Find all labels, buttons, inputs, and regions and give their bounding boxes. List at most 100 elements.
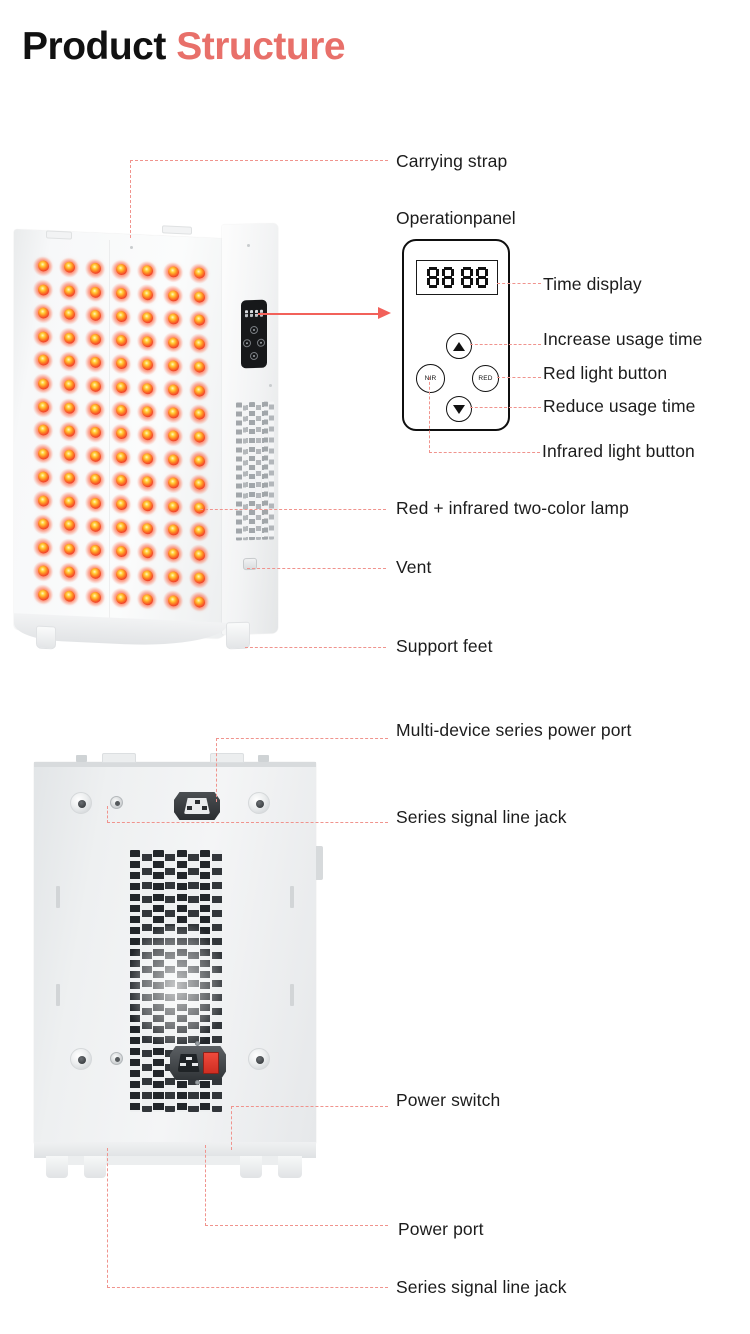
device-nir-button bbox=[243, 339, 251, 348]
label-reduce-usage-time: Reduce usage time bbox=[543, 396, 696, 416]
leader-increase-usage-time bbox=[470, 344, 541, 345]
led bbox=[186, 331, 212, 356]
iec-socket-icon bbox=[184, 798, 210, 814]
led bbox=[82, 585, 108, 610]
led bbox=[30, 582, 56, 607]
back-support-foot-4 bbox=[278, 1156, 302, 1178]
leader-power-port-horizontal bbox=[205, 1225, 388, 1226]
led bbox=[82, 467, 108, 492]
led bbox=[108, 281, 134, 306]
led bbox=[108, 257, 134, 282]
side-screw-mid bbox=[269, 384, 272, 387]
led bbox=[186, 378, 212, 403]
led bbox=[56, 466, 82, 491]
leader-infrared-vertical bbox=[429, 377, 430, 453]
back-carrying-strap-right bbox=[210, 753, 244, 763]
back-support-foot-1 bbox=[46, 1156, 68, 1178]
label-increase-usage-time: Increase usage time bbox=[543, 329, 703, 349]
label-time-display: Time display bbox=[543, 274, 642, 294]
red-button-label: RED bbox=[478, 375, 493, 382]
leader-red-light-button bbox=[497, 377, 541, 378]
led bbox=[186, 402, 212, 427]
led bbox=[134, 399, 160, 424]
led bbox=[108, 328, 134, 353]
led bbox=[56, 255, 82, 280]
increase-time-button[interactable] bbox=[446, 333, 472, 359]
label-multi-device-series-power-port: Multi-device series power port bbox=[396, 720, 632, 740]
led bbox=[56, 490, 82, 515]
led bbox=[56, 513, 82, 538]
device-back-top-strip bbox=[34, 762, 316, 767]
power-port-icon bbox=[177, 1054, 200, 1072]
led bbox=[186, 519, 212, 544]
leader-infrared-horizontal bbox=[429, 452, 540, 453]
led bbox=[160, 541, 186, 566]
led bbox=[134, 423, 160, 448]
led bbox=[56, 349, 82, 374]
led bbox=[134, 352, 160, 377]
back-screw-tab-right bbox=[258, 755, 269, 762]
leader-series-jack-top-vertical bbox=[107, 806, 108, 823]
back-screw-tab-left bbox=[76, 755, 87, 762]
led bbox=[56, 560, 82, 585]
led bbox=[108, 586, 134, 611]
leader-carrying-strap-horizontal bbox=[130, 160, 388, 161]
back-mount-bottom-left bbox=[70, 1048, 92, 1070]
led bbox=[82, 303, 108, 328]
label-series-signal-line-jack-top: Series signal line jack bbox=[396, 807, 567, 827]
led bbox=[186, 589, 212, 614]
front-screw-top bbox=[130, 246, 133, 249]
power-inlet-assembly bbox=[170, 1046, 226, 1080]
leader-series-jack-bottom-vertical bbox=[107, 1148, 108, 1288]
time-display-hours bbox=[426, 267, 454, 288]
led bbox=[186, 425, 212, 450]
led bbox=[30, 395, 56, 420]
power-assembly-screw-bottom bbox=[195, 1080, 200, 1085]
leader-power-port-vertical bbox=[205, 1145, 206, 1226]
led bbox=[30, 254, 56, 279]
page-title-primary: Product bbox=[22, 25, 166, 68]
led bbox=[108, 492, 134, 517]
led bbox=[30, 535, 56, 560]
led-array bbox=[30, 254, 212, 614]
led bbox=[82, 280, 108, 305]
reduce-time-button[interactable] bbox=[446, 396, 472, 422]
led bbox=[56, 325, 82, 350]
led bbox=[30, 442, 56, 467]
led bbox=[108, 562, 134, 587]
led bbox=[56, 372, 82, 397]
back-carrying-strap-left bbox=[102, 753, 136, 763]
support-foot-right bbox=[226, 621, 250, 650]
back-support-foot-3 bbox=[240, 1156, 262, 1178]
device-down-button bbox=[250, 351, 258, 361]
led bbox=[134, 564, 160, 589]
led bbox=[56, 537, 82, 562]
led bbox=[186, 496, 212, 521]
back-hinge-top-right bbox=[290, 886, 294, 908]
led bbox=[134, 259, 160, 284]
led bbox=[108, 516, 134, 541]
infrared-light-button[interactable]: NIR bbox=[416, 364, 445, 393]
triangle-up-icon bbox=[453, 341, 465, 351]
led bbox=[134, 470, 160, 495]
power-switch-rocker[interactable] bbox=[202, 1052, 219, 1074]
back-device-base bbox=[34, 1142, 316, 1158]
label-series-signal-line-jack-bottom: Series signal line jack bbox=[396, 1277, 567, 1297]
nir-button-label: NIR bbox=[424, 375, 437, 382]
leader-vent bbox=[247, 568, 386, 569]
red-light-button[interactable]: RED bbox=[472, 365, 499, 392]
led bbox=[82, 374, 108, 399]
front-device-vent bbox=[236, 401, 274, 541]
led bbox=[134, 446, 160, 471]
page-title: Product Structure bbox=[22, 25, 346, 69]
led bbox=[56, 279, 82, 304]
led bbox=[56, 584, 82, 609]
led bbox=[134, 329, 160, 354]
leader-series-jack-top-horizontal bbox=[107, 822, 388, 823]
leader-support-feet bbox=[245, 647, 386, 648]
carrying-strap-mount-right bbox=[162, 225, 192, 235]
led bbox=[160, 447, 186, 472]
led bbox=[160, 260, 186, 285]
led bbox=[160, 401, 186, 426]
